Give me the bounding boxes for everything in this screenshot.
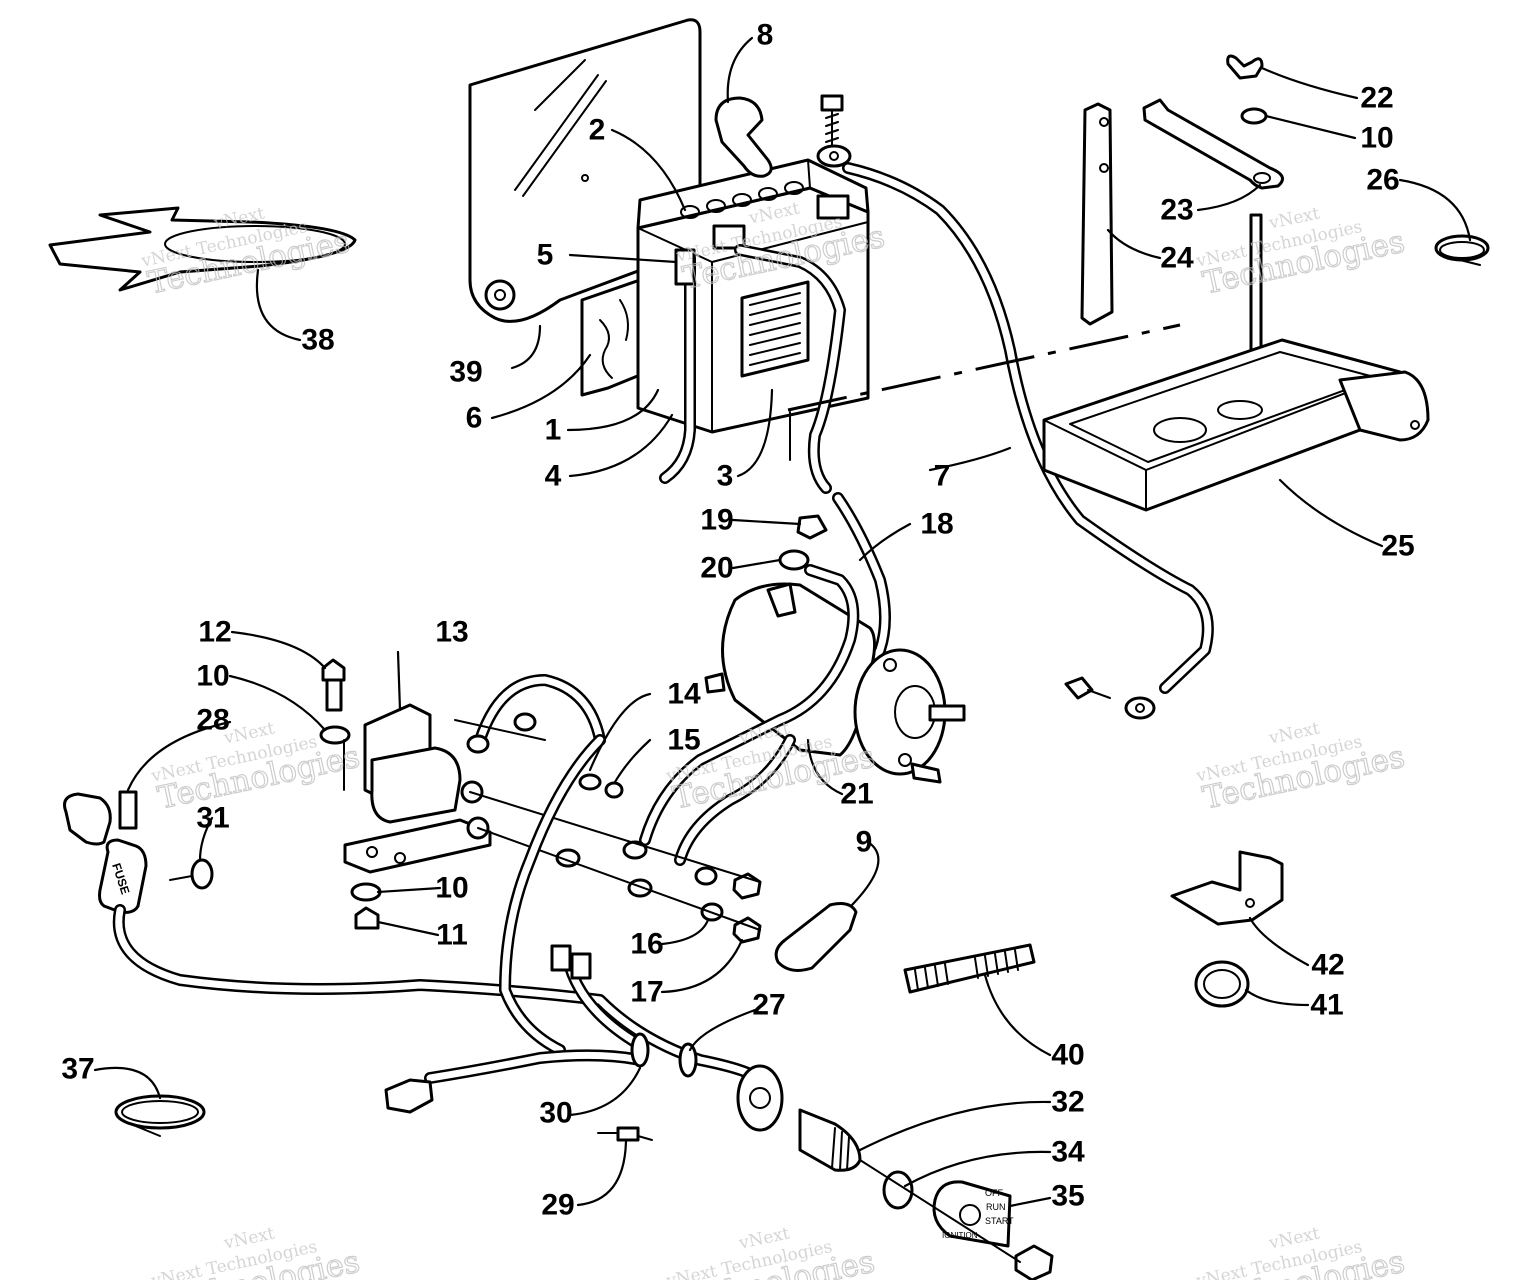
callout-15: 15 [667, 724, 700, 757]
decal [48, 206, 357, 292]
solenoid-bolt [319, 658, 382, 930]
callout-20: 20 [700, 552, 733, 585]
callout-26: 26 [1366, 164, 1399, 197]
switch-run-label: RUN [986, 1202, 1006, 1212]
callout-10a: 10 [1360, 122, 1393, 155]
battery-tray [1042, 338, 1430, 512]
callout-4: 4 [545, 460, 562, 493]
ring-terminal [816, 144, 852, 168]
callout-7: 7 [934, 460, 951, 493]
fuse-screw [169, 858, 214, 890]
callout-42: 42 [1311, 949, 1344, 982]
band-clamp [1434, 234, 1490, 266]
terminal-hardware [555, 840, 762, 944]
alignment-line [787, 323, 1181, 412]
fuse-holder: FUSE [63, 790, 148, 914]
callout-18: 18 [920, 508, 953, 541]
callout-1: 1 [545, 414, 562, 447]
callout-2: 2 [589, 114, 606, 147]
mounting-bracket [1170, 850, 1284, 926]
hose-clamp [1194, 960, 1250, 1008]
callout-9: 9 [856, 826, 873, 859]
bullet-connector [597, 1126, 653, 1142]
wiring-harness [112, 734, 784, 1132]
callout-25: 25 [1381, 530, 1414, 563]
callout-22: 22 [1360, 82, 1393, 115]
callout-30: 30 [539, 1097, 572, 1130]
switch-ignition-label: IGNITION [942, 1231, 978, 1240]
callout-28: 28 [196, 704, 229, 737]
callout-23: 23 [1160, 194, 1193, 227]
callout-29: 29 [541, 1189, 574, 1222]
callout-41: 41 [1310, 989, 1343, 1022]
switch-start-label: START [985, 1216, 1014, 1226]
battery-bolt [820, 94, 844, 149]
callout-3: 3 [717, 460, 734, 493]
callout-24: 24 [1160, 242, 1194, 275]
callout-19: 19 [700, 504, 733, 537]
callout-21: 21 [840, 778, 873, 811]
callout-5: 5 [537, 239, 554, 272]
switch-off-label: OFF [985, 1188, 1003, 1198]
callout-32: 32 [1051, 1086, 1084, 1119]
ground-cable [842, 162, 1214, 720]
starter-solenoid [343, 703, 492, 874]
callout-14: 14 [667, 678, 701, 711]
callout-11: 11 [436, 919, 468, 952]
callout-31: 31 [196, 802, 229, 835]
starter-cables [639, 564, 860, 866]
callout-17: 17 [630, 976, 663, 1009]
ignition-switch: OFF RUN START IGNITION [798, 1108, 1054, 1280]
callout-38: 38 [301, 324, 334, 357]
terminal-boot [714, 96, 773, 178]
callout-37: 37 [61, 1053, 94, 1086]
callout-12: 12 [198, 616, 231, 649]
starter-motor [704, 582, 966, 784]
spiral-wrap [903, 943, 1036, 994]
callout-10c: 10 [435, 872, 468, 905]
callout-8: 8 [757, 19, 774, 52]
battery-insulation-pad [580, 278, 642, 397]
callout-13: 13 [435, 616, 468, 649]
callout-40: 40 [1051, 1039, 1084, 1072]
ground-bolt [1064, 676, 1111, 700]
callout-34: 34 [1051, 1136, 1085, 1169]
starter-stud-nut [778, 514, 828, 571]
solenoid-alignment-lines [343, 719, 761, 931]
ground-strap [659, 248, 696, 484]
battery-hold-bracket [1080, 102, 1114, 326]
wing-nut [1226, 54, 1268, 125]
cable-tie [114, 1094, 206, 1137]
callout-35: 35 [1051, 1180, 1084, 1213]
leader-lines [93, 36, 1472, 1208]
rubber-boot [774, 902, 858, 972]
battery-hold-down-strap [1142, 98, 1284, 190]
callout-27: 27 [752, 989, 785, 1022]
solenoid-lead [466, 674, 624, 799]
harness-ties [630, 1032, 698, 1078]
callout-16: 16 [630, 928, 663, 961]
callout-6: 6 [466, 402, 483, 435]
callout-10b: 10 [196, 660, 229, 693]
callout-39: 39 [449, 356, 482, 389]
